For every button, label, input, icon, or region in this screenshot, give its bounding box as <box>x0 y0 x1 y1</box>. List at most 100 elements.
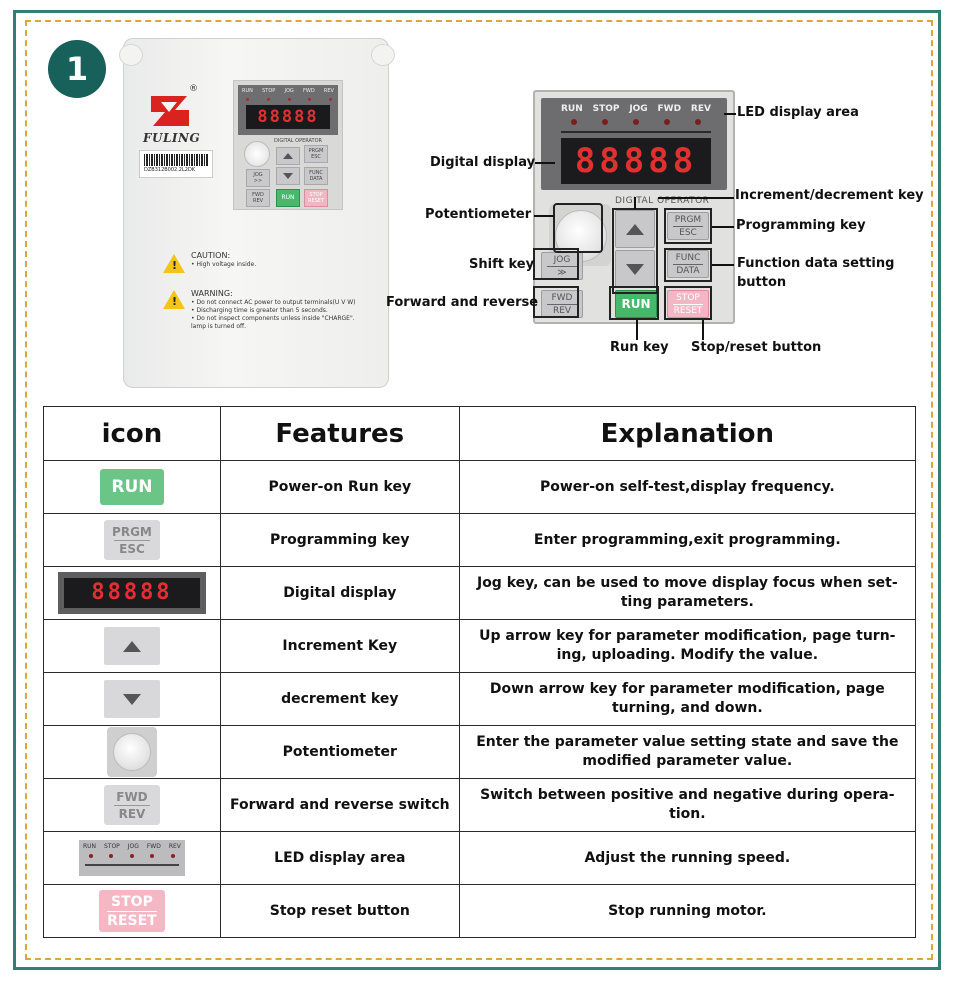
icon-cell <box>43 619 221 673</box>
fuling-logo-icon <box>151 96 189 126</box>
leader-line <box>702 320 704 340</box>
panel-jog-shift-key[interactable]: JOG≫ <box>541 252 583 280</box>
device-down-key[interactable] <box>276 167 300 185</box>
feature-cell: Potentiometer <box>219 725 460 779</box>
device-digital-display: 88888 <box>246 105 330 129</box>
leader-line <box>658 197 734 199</box>
explanation-cell: Jog key, can be used to move display foc… <box>458 566 917 620</box>
led-label: RUN <box>242 88 253 94</box>
header-features: Features <box>219 406 460 461</box>
increment-decrement-callout-box <box>612 208 658 294</box>
increment-arrow-icon <box>103 627 160 665</box>
explanation-cell: Power-on self-test,display frequency. <box>458 460 917 514</box>
warning-text: WARNING: • Do not connect AC power to ou… <box>191 289 356 331</box>
led-label: REV <box>690 104 711 114</box>
label-led-display-area: LED display area <box>737 105 859 120</box>
feature-cell: Power-on Run key <box>219 460 460 514</box>
fwd-callout-box <box>533 286 579 318</box>
explanation-cell: Down arrow key for parameter modificatio… <box>458 672 917 726</box>
panel-divider <box>561 131 711 133</box>
inner-dashed-frame <box>25 20 933 960</box>
device-up-key[interactable] <box>276 147 300 165</box>
device-jog-key[interactable]: JOG>> <box>246 169 270 187</box>
feature-cell: decrement key <box>219 672 460 726</box>
icon-cell: RUN <box>43 460 221 514</box>
feature-cell: LED display area <box>219 831 460 885</box>
panel-increment-key[interactable] <box>615 210 655 248</box>
barcode-text: DZB312B002.2L2DK <box>144 167 196 173</box>
feature-cell: Programming key <box>219 513 460 567</box>
warning-icon <box>163 290 185 309</box>
led-label: STOP <box>262 88 276 94</box>
table-row: Potentiometer Enter the parameter value … <box>43 725 917 779</box>
device-led-dots <box>246 98 332 101</box>
mount-ear-left <box>119 44 143 66</box>
shift-key-callout-box <box>533 248 579 280</box>
label-function-data-button: button <box>737 275 787 290</box>
led-label: JOG <box>629 104 648 114</box>
potentiometer-icon <box>106 727 157 777</box>
label-function-data-setting: Function data setting <box>737 256 895 271</box>
panel-operator-label: DIGITAL OPERATOR <box>615 196 710 206</box>
led-label: FWD <box>303 88 315 94</box>
run-key-icon: RUN <box>99 469 164 505</box>
outer-frame <box>13 10 941 970</box>
label-potentiometer: Potentiometer <box>425 207 532 222</box>
decrement-arrow-icon <box>103 680 160 718</box>
feature-cell: Digital display <box>219 566 460 620</box>
led-label: REV <box>323 88 334 94</box>
panel-led-dots <box>571 119 701 125</box>
barcode-icon <box>144 154 208 166</box>
features-table: icon Features Explanation RUN Power-on R… <box>43 406 917 938</box>
label-programming-key: Programming key <box>736 218 866 233</box>
explanation-cell: Enter programming,exit programming. <box>458 513 917 567</box>
func-callout-box <box>664 248 712 282</box>
inverter-device: ® FULING DZB312B002.2L2DK RUN STOP JOG F… <box>119 38 395 388</box>
device-operator-panel: RUN STOP JOG FWD REV 88888 DIGITAL OPERA… <box>233 80 343 210</box>
panel-decrement-key[interactable] <box>615 250 655 288</box>
label-run-key: Run key <box>610 340 669 355</box>
device-operator-label: DIGITAL OPERATOR <box>274 138 323 144</box>
device-led-labels: RUN STOP JOG FWD REV <box>242 88 334 94</box>
device-potentiometer-icon[interactable] <box>244 141 270 167</box>
device-run-key[interactable]: RUN <box>276 189 300 207</box>
caution-text: CAUTION:• High voltage inside. <box>191 251 257 269</box>
led-label: JOG <box>284 88 294 94</box>
leader-line <box>712 226 734 228</box>
leader-line <box>724 113 736 115</box>
feature-cell: Stop reset button <box>219 884 460 938</box>
registered-mark: ® <box>189 84 198 94</box>
led-label: STOP <box>592 104 620 114</box>
brand-name: FULING <box>143 131 201 145</box>
panel-led-labels: RUN STOP JOG FWD REV <box>561 104 711 114</box>
up-arrow-icon <box>283 153 293 159</box>
caution-warning-icon <box>163 254 185 273</box>
leader-line <box>634 197 636 209</box>
digital-display-icon: 88888 <box>57 572 206 614</box>
prgm-callout-box <box>664 208 712 244</box>
device-screen: RUN STOP JOG FWD REV 88888 <box>238 85 338 135</box>
table-row: Increment Key Up arrow key for parameter… <box>43 619 917 673</box>
explanation-cell: Enter the parameter value setting state … <box>458 725 917 779</box>
down-arrow-icon <box>283 173 293 179</box>
panel-run-key[interactable]: RUN <box>615 290 657 318</box>
mount-ear-right <box>371 44 395 66</box>
potentiometer-callout-box <box>553 203 603 253</box>
